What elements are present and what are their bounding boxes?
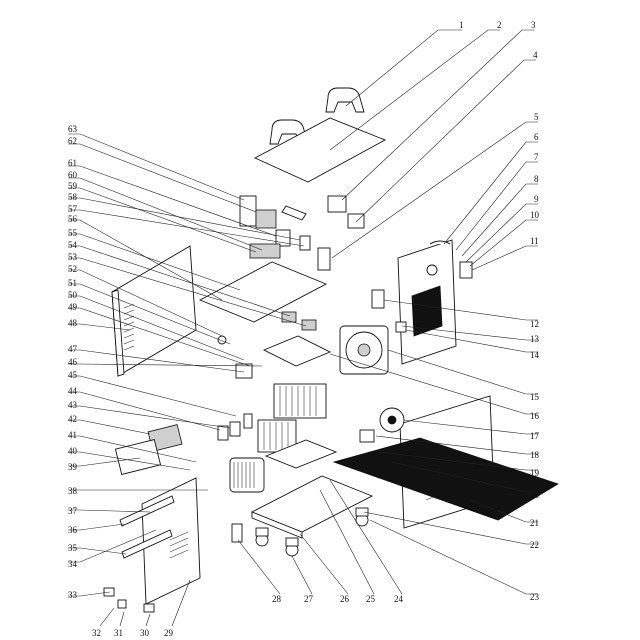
callout-number: 37 xyxy=(68,506,78,516)
callout-number: 62 xyxy=(68,136,77,146)
callout-number: 45 xyxy=(68,370,78,380)
part-heatsink-upper xyxy=(273,383,327,419)
callout-number: 53 xyxy=(68,252,78,262)
callout-number: 36 xyxy=(68,525,78,535)
callout-number: 23 xyxy=(530,592,540,602)
part-right-side-panel xyxy=(332,395,559,529)
callout-number: 1 xyxy=(459,20,464,30)
callout-number: 9 xyxy=(534,194,539,204)
callout-number: 61 xyxy=(68,158,77,168)
callout-number: 52 xyxy=(68,264,77,274)
callout-number: 48 xyxy=(68,318,78,328)
callout-number: 12 xyxy=(530,319,539,329)
part-fan-round xyxy=(359,407,405,443)
callout-number: 6 xyxy=(534,132,539,142)
callout-number: 25 xyxy=(366,594,376,604)
callout-number: 55 xyxy=(68,228,78,238)
callout-number: 46 xyxy=(68,357,78,367)
callout-number: 34 xyxy=(68,559,78,569)
callout-number: 18 xyxy=(530,450,540,460)
part-handle-top xyxy=(325,87,365,113)
callout-number: 19 xyxy=(530,468,540,478)
callout-number: 21 xyxy=(530,518,539,528)
callout-number: 49 xyxy=(68,302,78,312)
callout-number: 47 xyxy=(68,344,78,354)
leader-lines xyxy=(68,29,538,627)
callout-number: 7 xyxy=(534,152,539,162)
part-inductor xyxy=(327,195,347,213)
callout-number: 50 xyxy=(68,290,78,300)
callout-number: 30 xyxy=(140,628,150,638)
callout-number: 17 xyxy=(530,431,540,441)
callout-number: 40 xyxy=(68,446,78,456)
part-top-cover xyxy=(253,117,387,183)
callout-number: 28 xyxy=(272,594,282,604)
callout-number: 59 xyxy=(68,181,78,191)
part-rear-panel xyxy=(397,239,457,365)
callout-number: 5 xyxy=(534,112,539,122)
callout-number: 44 xyxy=(68,386,78,396)
part-left-side-panel xyxy=(111,245,197,377)
callout-number: 32 xyxy=(92,628,101,638)
callout-labels: 1 2 3 4 5 6 7 8 9 10 11 12 13 14 15 16 1… xyxy=(68,20,540,638)
part-cooling-fan xyxy=(339,325,389,375)
callout-number: 2 xyxy=(497,20,502,30)
callout-number: 43 xyxy=(68,400,78,410)
part-caster-wheels xyxy=(255,507,369,557)
callout-number: 20 xyxy=(530,490,540,500)
callout-number: 13 xyxy=(530,334,540,344)
callout-number: 63 xyxy=(68,124,78,134)
callout-number: 16 xyxy=(530,411,540,421)
callout-number: 11 xyxy=(530,236,539,246)
callout-number: 8 xyxy=(534,174,539,184)
part-pcb-plate xyxy=(262,335,332,367)
callout-number: 22 xyxy=(530,540,539,550)
callout-number: 57 xyxy=(68,204,78,214)
callout-number: 31 xyxy=(114,628,123,638)
callout-number: 54 xyxy=(68,240,78,250)
callout-number: 27 xyxy=(304,594,314,604)
callout-number: 14 xyxy=(530,350,540,360)
part-front-panel xyxy=(119,477,201,605)
part-heatsink-lower xyxy=(257,419,297,453)
callout-number: 26 xyxy=(340,594,350,604)
callout-number: 56 xyxy=(68,214,78,224)
part-middle-plate xyxy=(198,261,328,323)
callout-number: 35 xyxy=(68,543,78,553)
callout-number: 51 xyxy=(68,278,77,288)
callout-number: 41 xyxy=(68,430,77,440)
callout-number: 29 xyxy=(164,628,174,638)
callout-number: 3 xyxy=(531,20,536,30)
callout-number: 38 xyxy=(68,486,78,496)
callout-number: 4 xyxy=(533,50,538,60)
callout-number: 10 xyxy=(530,210,540,220)
callout-number: 15 xyxy=(530,392,540,402)
callout-number: 42 xyxy=(68,414,77,424)
callout-number: 60 xyxy=(68,170,78,180)
callout-number: 58 xyxy=(68,192,78,202)
part-main-transformer xyxy=(229,457,265,493)
callout-number: 24 xyxy=(394,594,404,604)
parts-group xyxy=(103,87,559,613)
callout-number: 39 xyxy=(68,462,78,472)
callout-number: 33 xyxy=(68,590,78,600)
